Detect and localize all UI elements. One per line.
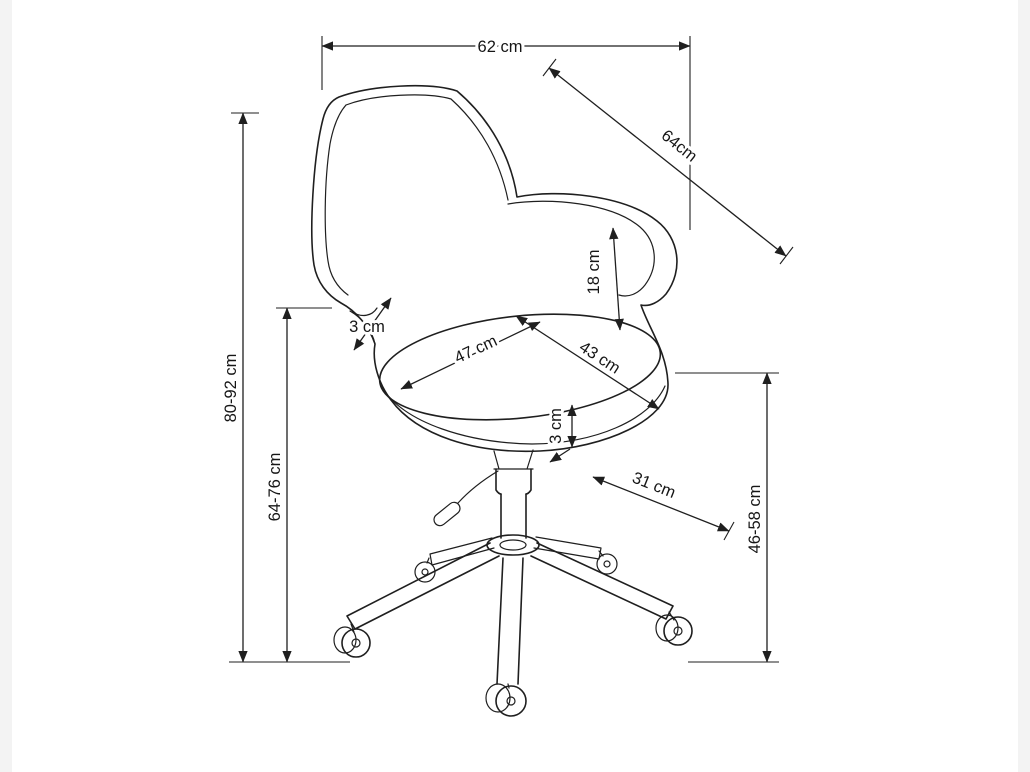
caster-front-wheel bbox=[495, 685, 527, 717]
dim-label-armrest-gap: 3 cm bbox=[349, 318, 385, 336]
seat-cushion bbox=[378, 313, 662, 421]
end-tick bbox=[542, 58, 557, 77]
caster-front-hub bbox=[506, 696, 516, 706]
caster-back-left-wheel bbox=[414, 561, 436, 583]
dim-label-backrest-height: 18 cm bbox=[585, 250, 603, 295]
dim-label-top-width: 62 cm bbox=[478, 38, 523, 56]
lift-adjust-lever bbox=[457, 470, 499, 504]
caster-left bbox=[333, 623, 371, 658]
dim-backrest-height: 18 cm bbox=[582, 227, 624, 331]
dim-top-width: 62 cm bbox=[321, 35, 691, 230]
caster-front-back-wheel bbox=[485, 683, 511, 713]
dim-line bbox=[609, 227, 624, 331]
dim-line bbox=[548, 67, 787, 257]
lift-lower-cylinder bbox=[500, 493, 527, 539]
lever-paddle bbox=[433, 501, 461, 527]
base-star bbox=[346, 534, 674, 685]
dim-base-arm: 31 cm bbox=[592, 466, 735, 541]
dim-label-base-arm: 31 cm bbox=[630, 469, 678, 502]
page-margin-left bbox=[0, 0, 12, 772]
dim-label-seat-depth: 43 cm bbox=[576, 338, 623, 378]
caster-back-left bbox=[414, 557, 436, 583]
backrest-inner-left-line bbox=[324, 104, 349, 296]
base-arm-front bbox=[496, 557, 524, 685]
caster-back-right-hub bbox=[603, 560, 611, 568]
dim-line bbox=[515, 315, 660, 410]
gas-lift bbox=[433, 449, 534, 539]
dim-label-armrest-height: 64-76 cm bbox=[266, 453, 284, 522]
caster-left-wheel bbox=[341, 628, 371, 658]
seat-rim-line bbox=[380, 385, 666, 445]
caster-right bbox=[655, 611, 693, 646]
armrest-right-inner-line bbox=[507, 200, 655, 297]
dim-cushion-thickness: 3 cm bbox=[544, 404, 577, 463]
base-arm-back-left bbox=[429, 537, 495, 566]
end-tick bbox=[779, 246, 794, 265]
caster-back-right-wheel bbox=[596, 553, 618, 575]
dim-label-seat-height: 46-58 cm bbox=[746, 485, 764, 554]
end-tick bbox=[723, 521, 735, 541]
caster-back-left-hub bbox=[421, 568, 429, 576]
caster-right-wheel bbox=[663, 616, 693, 646]
caster-left-back-wheel bbox=[333, 626, 357, 654]
dim-label-seat-width: 47 cm bbox=[452, 332, 500, 367]
page-margin-right bbox=[1018, 0, 1030, 772]
dim-armrest-height: 64-76 cm bbox=[263, 307, 332, 663]
base-hub-inner bbox=[499, 539, 527, 551]
lift-upper-cylinder bbox=[495, 468, 532, 495]
dim-seat-height: 46-58 cm bbox=[675, 372, 779, 663]
dim-label-cushion-thickness: 3 cm bbox=[547, 408, 565, 444]
dim-seat-width: 47 cm bbox=[400, 321, 541, 390]
dim-line bbox=[353, 297, 392, 351]
base-hub-outer bbox=[486, 534, 540, 556]
caster-left-hub bbox=[351, 638, 361, 648]
chair-shell-outline bbox=[311, 84, 678, 453]
base-arm-back-right bbox=[533, 536, 602, 560]
dim-armrest-gap: 3 cm bbox=[346, 297, 392, 351]
caster-front bbox=[485, 683, 527, 717]
caster-right-back-wheel bbox=[655, 614, 679, 642]
caster-back-right bbox=[596, 550, 618, 575]
dim-line bbox=[592, 476, 730, 532]
dim-seat-depth: 43 cm bbox=[515, 315, 660, 410]
dim-overall-height: 80-92 cm bbox=[219, 112, 350, 663]
backrest-inner-top-line bbox=[345, 94, 509, 201]
chair-drawing bbox=[311, 84, 693, 717]
caster-left-stem bbox=[350, 623, 355, 633]
lift-mount-cone bbox=[493, 449, 534, 470]
leader-line bbox=[549, 448, 571, 463]
base-arm-left bbox=[346, 542, 500, 630]
dim-label-overall-height: 80-92 cm bbox=[222, 354, 240, 423]
caster-right-hub bbox=[673, 626, 683, 636]
